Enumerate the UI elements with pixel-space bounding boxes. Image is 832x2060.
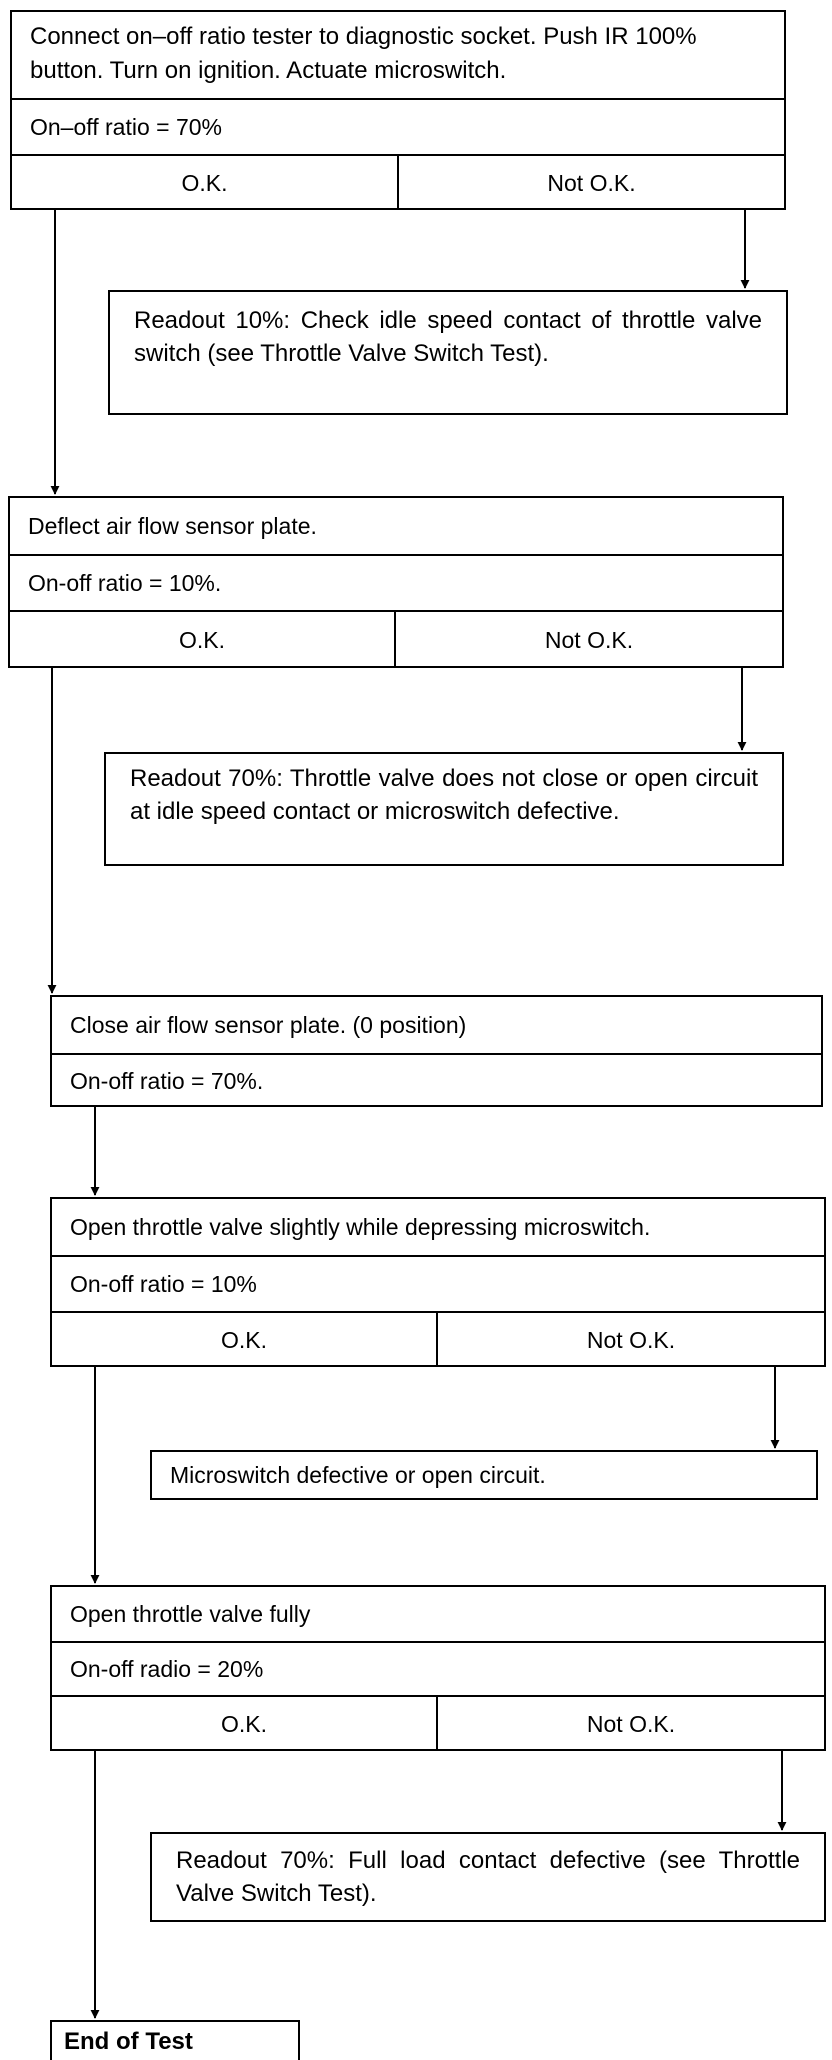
step-outcomes: O.K. Not O.K. bbox=[52, 1311, 824, 1367]
step-instruction: Close air flow sensor plate. (0 position… bbox=[52, 997, 821, 1053]
step-deflect-plate: Deflect air flow sensor plate. On-off ra… bbox=[8, 496, 784, 668]
step-outcomes: O.K. Not O.K. bbox=[52, 1695, 824, 1751]
step-instruction-text: Open throttle valve fully bbox=[70, 1601, 311, 1627]
step-condition: On–off ratio = 70% bbox=[12, 98, 784, 154]
ok-label: O.K. bbox=[220, 1327, 267, 1353]
step-condition: On-off ratio = 70%. bbox=[52, 1053, 821, 1107]
step-instruction: Deflect air flow sensor plate. bbox=[10, 498, 782, 554]
step-instruction: Connect on–off ratio tester to diagnosti… bbox=[12, 12, 784, 98]
end-of-test-box: End of Test bbox=[50, 2020, 300, 2060]
step-condition-text: On-off ratio = 10%. bbox=[28, 570, 222, 596]
step-instruction-text: Deflect air flow sensor plate. bbox=[28, 513, 317, 539]
note-throttle-valve: Readout 70%: Throttle valve does not clo… bbox=[104, 752, 784, 866]
ok-label: O.K. bbox=[178, 627, 225, 653]
step-close-plate: Close air flow sensor plate. (0 position… bbox=[50, 995, 823, 1107]
step-condition: On-off ratio = 10%. bbox=[10, 554, 782, 610]
not-ok-label: Not O.K. bbox=[436, 1313, 824, 1367]
note-full-load: Readout 70%: Full load contact defective… bbox=[150, 1832, 826, 1922]
step-instruction-text: Close air flow sensor plate. (0 position… bbox=[70, 1012, 467, 1038]
step-condition-text: On-off ratio = 70%. bbox=[70, 1068, 264, 1094]
ok-label: O.K. bbox=[181, 170, 228, 196]
note-microswitch-text: Microswitch defective or open circuit. bbox=[170, 1461, 546, 1488]
step-outcomes: O.K. Not O.K. bbox=[12, 154, 784, 210]
step-condition-text: On-off ratio = 10% bbox=[70, 1271, 257, 1297]
ok-label: O.K. bbox=[220, 1711, 267, 1737]
step-condition: On-off ratio = 10% bbox=[52, 1255, 824, 1311]
step-open-slightly: Open throttle valve slightly while depre… bbox=[50, 1197, 826, 1367]
note-microswitch: Microswitch defective or open circuit. bbox=[150, 1450, 818, 1500]
note-idle-contact: Readout 10%: Check idle speed contact of… bbox=[108, 290, 788, 415]
not-ok-label: Not O.K. bbox=[436, 1697, 824, 1751]
step-open-fully: Open throttle valve fully On-off radio =… bbox=[50, 1585, 826, 1751]
not-ok-label: Not O.K. bbox=[397, 156, 784, 210]
step-instruction-text: Connect on–off ratio tester to diagnosti… bbox=[30, 23, 697, 84]
step-outcomes: O.K. Not O.K. bbox=[10, 610, 782, 668]
step-connect-tester: Connect on–off ratio tester to diagnosti… bbox=[10, 10, 786, 210]
step-instruction: Open throttle valve fully bbox=[52, 1587, 824, 1641]
step-condition-text: On–off ratio = 70% bbox=[30, 114, 223, 140]
step-instruction-text: Open throttle valve slightly while depre… bbox=[70, 1214, 651, 1240]
not-ok-label: Not O.K. bbox=[394, 612, 782, 668]
step-instruction: Open throttle valve slightly while depre… bbox=[52, 1199, 824, 1255]
step-condition: On-off radio = 20% bbox=[52, 1641, 824, 1695]
step-condition-text: On-off radio = 20% bbox=[70, 1656, 264, 1682]
